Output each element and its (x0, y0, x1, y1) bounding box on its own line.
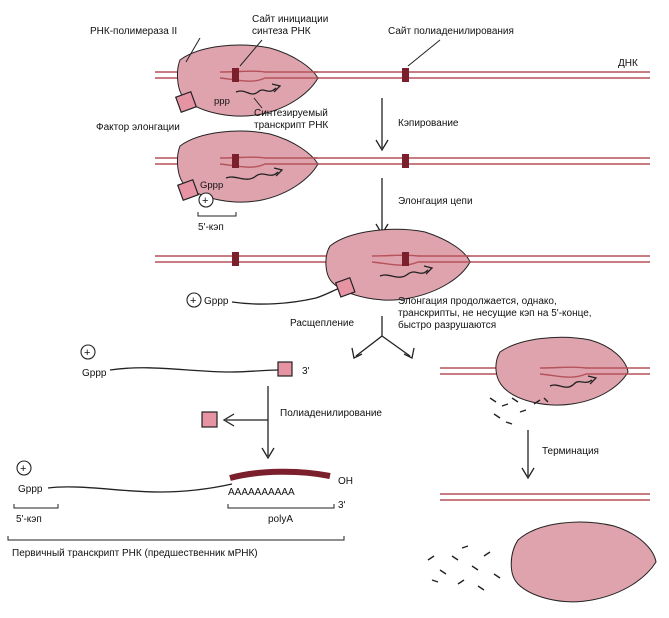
cap-plus-circle (198, 192, 214, 208)
label-primary-transcript: Первичный транскрипт РНК (предшественник… (12, 548, 258, 559)
label-capping: Кэпирование (398, 118, 459, 129)
label-3-prime: 3' (302, 366, 310, 377)
label-3-prime-end: 3' (338, 500, 346, 511)
label-init-site-1: Сайт инициации (252, 14, 328, 25)
rna-polymerase-shape (495, 336, 629, 406)
arrow-chain-elongation: Элонгация цепи (375, 178, 473, 236)
label-elong-cont-3: быстро разрушаются (398, 319, 496, 331)
label-plus: + (202, 195, 208, 207)
label-plus: + (20, 463, 26, 475)
elongation-factor-square (334, 276, 356, 298)
label-plus: + (84, 347, 90, 359)
label-elong-cont-2: транскрипты, не несущие кэп на 5'-конце, (398, 308, 592, 319)
label-polya: polyA (268, 514, 293, 525)
label-dna: ДНК (618, 58, 638, 69)
elongation-factor-square (174, 90, 198, 114)
released-factor-square (201, 411, 218, 428)
label-oh: OH (338, 476, 353, 487)
nascent-rna (549, 379, 593, 388)
label-polyadenylation-site: Сайт полиаденилирования (388, 26, 514, 37)
branch-polyadenylation: + Gppp 3' Полиаденилирование + Gppp AAAA… (7, 344, 382, 559)
label-elong-cont-1: Элонгация продолжается, однако, (398, 296, 557, 307)
polya-tail (229, 468, 331, 481)
mature-transcript (47, 483, 233, 493)
scattered-rna-fragments (427, 545, 501, 591)
label-termination: Терминация (542, 446, 599, 457)
label-gppp: Gppp (82, 368, 107, 379)
label-gppp: Gppp (200, 180, 223, 191)
label-cleavage: Расщепление (290, 318, 354, 329)
nascent-rna (235, 87, 277, 95)
label-init-site-2: синтеза РНК (252, 26, 311, 37)
degraded-rna-fragments (489, 397, 549, 425)
step-initiation: РНК-полимераза II Сайт инициации синтеза… (90, 14, 650, 133)
nascent-rna (225, 171, 279, 180)
label-nascent-1: Синтезируемый (254, 108, 328, 119)
initiation-site-marker (232, 68, 239, 82)
polyadenylation-site-marker (402, 68, 409, 82)
label-elongation-factor: Фактор элонгации (96, 122, 180, 133)
label-5-cap: 5'-кэп (16, 514, 42, 525)
label-polymerase: РНК-полимераза II (90, 26, 177, 37)
label-polya-seq: AAAAAAAAAA (228, 487, 295, 498)
released-polymerase (510, 521, 657, 603)
label-polyadenylation: Полиаденилирование (280, 408, 382, 419)
label-gppp: Gppp (18, 484, 43, 495)
nascent-rna (379, 269, 429, 278)
label-chain-elongation: Элонгация цепи (398, 196, 473, 207)
label-plus: + (190, 295, 196, 307)
arrow-branch (351, 316, 415, 359)
label-ppp: ppp (214, 96, 230, 107)
label-nascent-2: транскрипт РНК (254, 120, 328, 131)
label-gppp: Gppp (204, 296, 229, 307)
label-5-cap: 5'-кэп (198, 222, 224, 233)
arrow-capping: Кэпирование (375, 98, 459, 152)
elongation-factor-square (176, 178, 200, 202)
cleaved-transcript (109, 367, 279, 373)
branch-degradation: Терминация (427, 336, 657, 603)
cleaved-rna-strand (231, 287, 341, 305)
step-capping: + Gppp 5'-кэп (155, 130, 650, 233)
elongation-factor-square (277, 361, 293, 377)
step-elongation: + Gppp Расщепление Элонгация продолжаетс… (155, 228, 650, 331)
